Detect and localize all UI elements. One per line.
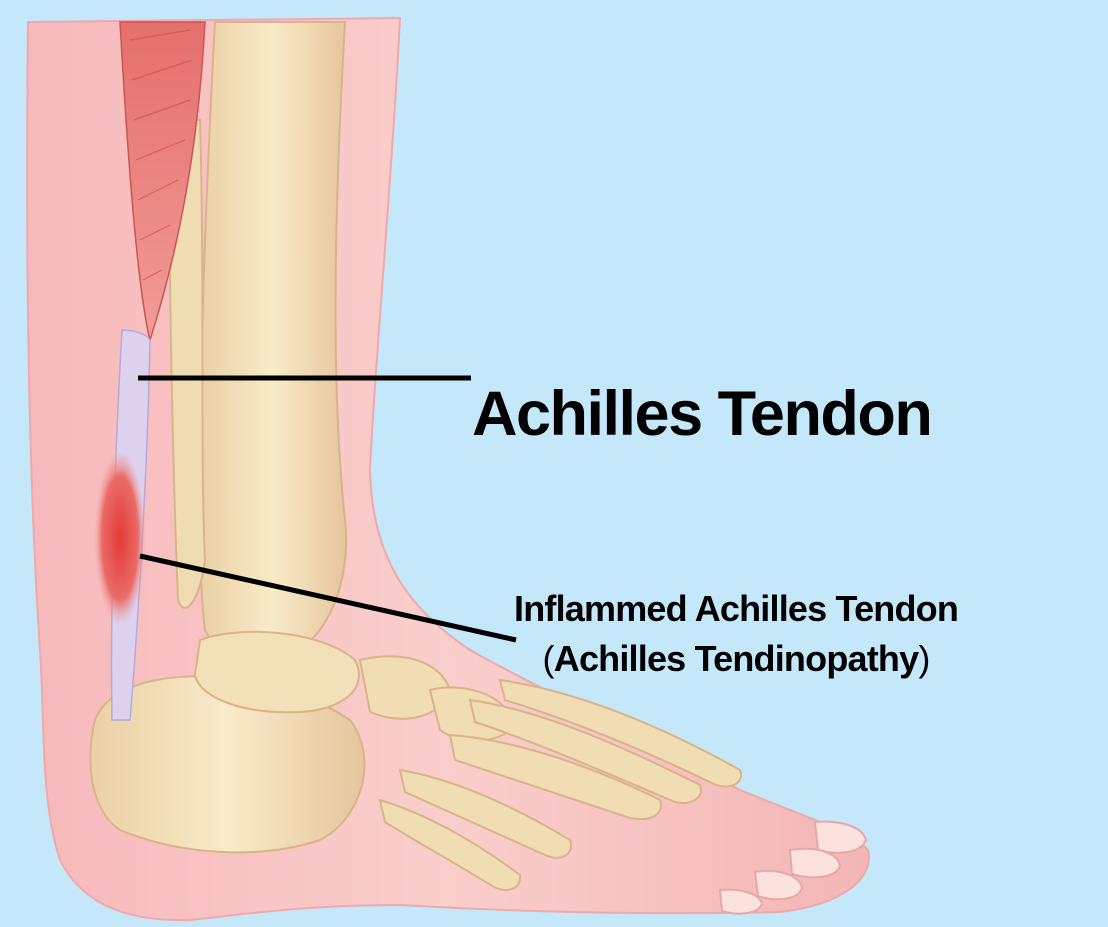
close-paren: )	[918, 638, 929, 679]
tendinopathy-text: Achilles Tendinopathy	[554, 638, 919, 679]
achilles-tendon-label: Achilles Tendon	[472, 378, 931, 450]
tibia-bone	[200, 22, 346, 660]
inflamed-region	[94, 450, 146, 626]
open-paren: (	[543, 638, 554, 679]
tendinopathy-subtitle: (Achilles Tendinopathy)	[514, 634, 958, 684]
inflamed-tendon-title: Inflammed Achilles Tendon	[514, 584, 958, 634]
inflamed-tendon-label: Inflammed Achilles Tendon (Achilles Tend…	[514, 584, 958, 684]
